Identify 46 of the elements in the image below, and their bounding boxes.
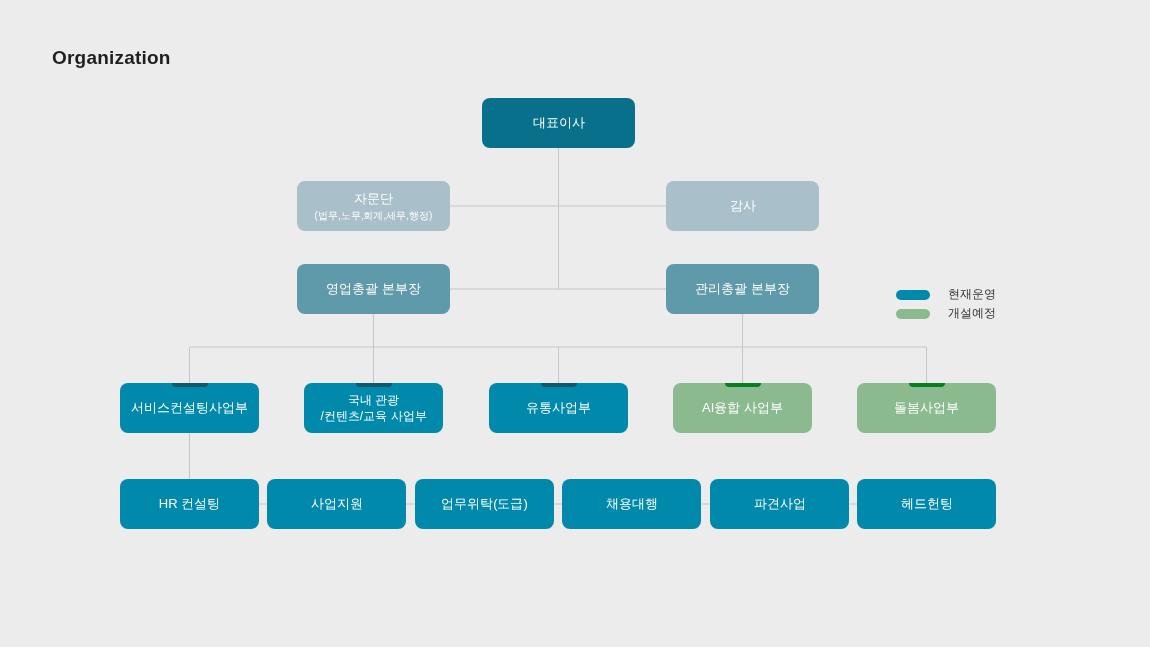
org-unit-card (857, 479, 996, 529)
connector-line (189, 346, 374, 384)
unit-title: 업무위탁(도급) (441, 496, 528, 512)
org-unit-card (489, 383, 628, 433)
unit-title: 헤드헌팅 (900, 496, 953, 512)
org-unit-card (482, 98, 635, 148)
connector-line (373, 313, 374, 348)
org-unit-card (297, 181, 450, 231)
org-unit-card (673, 383, 812, 433)
unit-subtitle: (법무,노무,회계,세무,행정) (314, 208, 433, 222)
connector-line (558, 205, 559, 290)
unit-title: 파견사업 (753, 496, 806, 512)
connector-line (373, 346, 374, 384)
unit-title: HR 컨설팅 (158, 496, 221, 512)
page-title: Organization (52, 47, 171, 69)
unit-title: 감사 (729, 198, 756, 214)
unit-title: 채용대행 (605, 496, 658, 512)
unit-title: AI융합 사업부 (702, 400, 783, 416)
connector-line (189, 432, 190, 480)
unit-title: 국내 관광 /컨텐츠/교육 사업부 (319, 392, 428, 424)
org-unit-card (267, 479, 406, 529)
org-unit-card (304, 383, 443, 433)
connector-line (558, 147, 559, 207)
connector-line (742, 346, 743, 384)
unit-title: 돌봄사업부 (894, 400, 959, 416)
org-unit-card (710, 479, 849, 529)
unit-title: 자문단 (354, 190, 393, 207)
legend-label: 현재운영 (948, 286, 996, 303)
unit-title: 관리총괄 본부장 (695, 281, 790, 297)
org-unit-card (857, 383, 996, 433)
legend-label: 개설예정 (948, 305, 996, 322)
org-unit-card (297, 264, 450, 314)
connector-line (742, 346, 927, 384)
org-unit-card (120, 383, 259, 433)
unit-title: 서비스컨설팅사업부 (131, 400, 248, 416)
connector-line (558, 346, 559, 384)
org-unit-card (415, 479, 554, 529)
unit-title: 사업지원 (310, 496, 363, 512)
connector-line (742, 313, 743, 348)
org-unit-card (120, 479, 259, 529)
unit-title: 대표이사 (532, 115, 585, 131)
unit-title: 유통사업부 (526, 400, 591, 416)
org-unit-card (666, 181, 819, 231)
org-unit-card (562, 479, 701, 529)
org-unit-card (666, 264, 819, 314)
unit-title: 영업총괄 본부장 (326, 281, 421, 297)
